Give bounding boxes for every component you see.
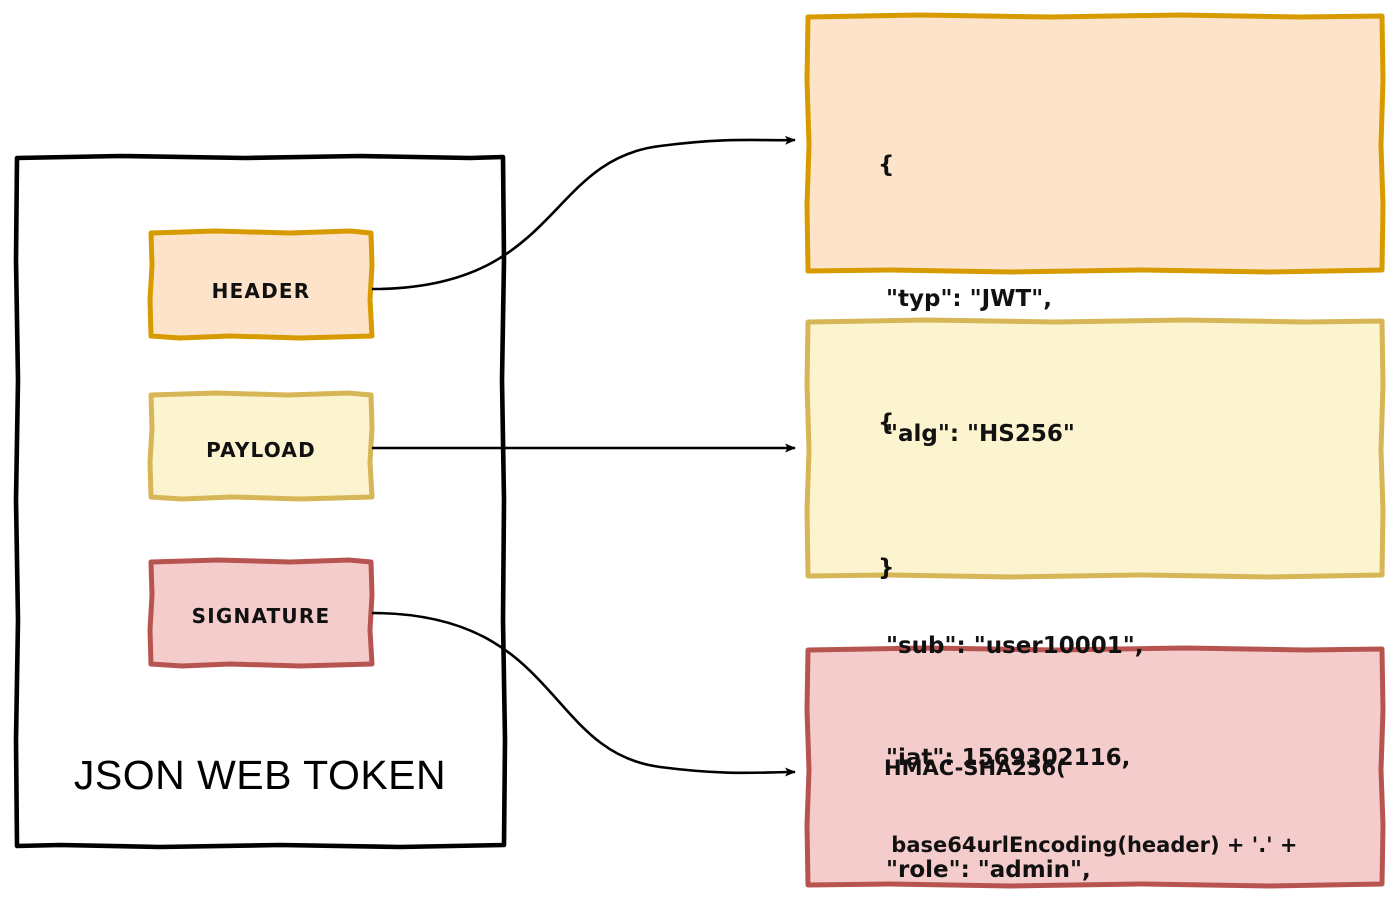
header-connector-line — [371, 135, 796, 291]
payload-code-line-3: "iat": 1569302116, — [878, 744, 1131, 771]
header-code-line-1: "typ": "JWT", — [878, 286, 1052, 313]
signature-panel-code: HMAC-SHA256( base64urlEncoding(header) +… — [884, 705, 1298, 908]
header-code-line-2: "alg": "HS256" — [878, 420, 1075, 447]
payload-chip-label[interactable]: PAYLOAD — [206, 438, 316, 462]
header-code-line-3: } — [878, 555, 895, 582]
signature-connector-line — [371, 611, 796, 777]
header-code-line-0: { — [878, 151, 895, 178]
payload-code-line-1 — [878, 516, 1181, 553]
payload-code-line-0: { — [878, 409, 895, 436]
signature-code-line-1: base64urlEncoding(header) + '.' + — [884, 833, 1298, 858]
payload-code-line-2: "sub": "user10001", — [878, 633, 1144, 659]
token-container-outline — [13, 153, 508, 850]
header-chip-label[interactable]: HEADER — [211, 279, 311, 303]
payload-panel-code: { "sub": "user10001", "iat": 1569302116,… — [878, 330, 1181, 908]
json-web-token-title: JSON WEB TOKEN — [73, 752, 447, 798]
payload-code-line-4: "role": "admin", — [878, 856, 1091, 883]
signature-chip-label[interactable]: SIGNATURE — [191, 604, 331, 628]
signature-code-line-0: HMAC-SHA256( — [884, 756, 1066, 781]
header-panel-code: { "typ": "JWT", "alg": "HS256" } — [878, 53, 1075, 681]
